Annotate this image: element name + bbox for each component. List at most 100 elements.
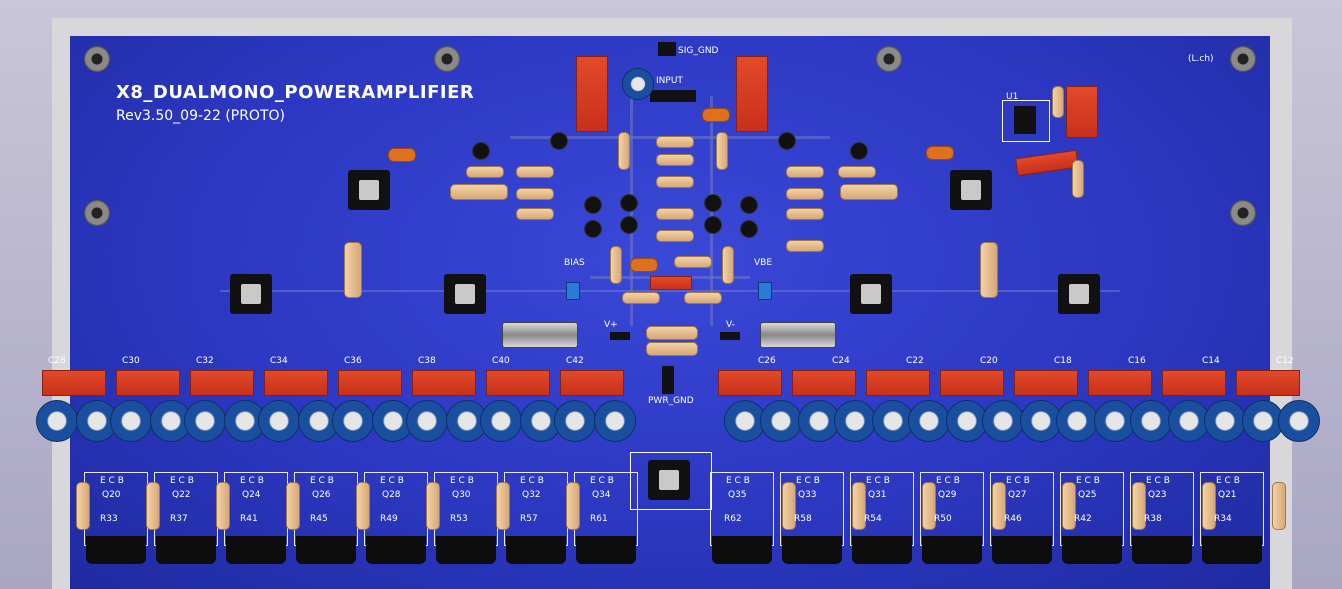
emitter-resistor (496, 482, 510, 530)
pin-label: E C B (380, 476, 404, 486)
transistor-ref: Q32 (522, 490, 541, 500)
resistor-ref: R42 (1074, 514, 1092, 524)
capacitor-ref: C18 (1054, 356, 1072, 366)
resistor (610, 246, 622, 284)
film-capacitor (1236, 370, 1300, 396)
capacitor-ref: C42 (566, 356, 584, 366)
heatsink-clip (992, 536, 1052, 564)
bias-label: BIAS (564, 258, 585, 268)
v-plus-connector[interactable] (610, 332, 630, 340)
pin-label: E C B (1216, 476, 1240, 486)
transistor-q2 (778, 132, 796, 150)
electrolytic-capacitor (110, 400, 152, 442)
center-transistor (648, 460, 690, 500)
electrolytic-capacitor (622, 68, 654, 100)
resistor-ref: R57 (520, 514, 538, 524)
resistor (466, 166, 504, 178)
heatsink-clip (226, 536, 286, 564)
film-capacitor (338, 370, 402, 396)
electrolytic-capacitor (406, 400, 448, 442)
heatsink-clip (1062, 536, 1122, 564)
input-connector[interactable] (650, 90, 696, 102)
transistor-q3 (620, 194, 638, 212)
resistor-r22 (840, 184, 898, 200)
pin-label: E C B (936, 476, 960, 486)
film-capacitor (576, 56, 608, 132)
resistor-r21 (450, 184, 508, 200)
sig-gnd-connector[interactable] (658, 42, 676, 56)
film-capacitor (560, 370, 624, 396)
emitter-resistor (146, 482, 160, 530)
resistor-ref: R34 (1214, 514, 1232, 524)
capacitor-ref: C14 (1202, 356, 1220, 366)
resistor (716, 132, 728, 170)
resistor (516, 166, 554, 178)
board-revision: Rev3.50_09-22 (PROTO) (116, 108, 285, 124)
heatsink-clip (506, 536, 566, 564)
resistor-r24 (344, 242, 362, 298)
transistor-ref: Q35 (728, 490, 747, 500)
capacitor-ref: C38 (418, 356, 436, 366)
capacitor-ref: C24 (832, 356, 850, 366)
capacitor-ref: C12 (1276, 356, 1294, 366)
electrolytic-capacitor (184, 400, 226, 442)
transistor-ref: Q20 (102, 490, 121, 500)
u1-outline (1002, 100, 1050, 142)
u1-chip (1014, 106, 1036, 134)
pin-label: E C B (170, 476, 194, 486)
film-capacitor (866, 370, 930, 396)
resistor (722, 246, 734, 284)
transistor-q12 (850, 142, 868, 160)
resistor (516, 208, 554, 220)
transistor-ref: Q29 (938, 490, 957, 500)
capacitor-ref: C26 (758, 356, 776, 366)
heatsink-clip (436, 536, 496, 564)
emitter-resistor (1202, 482, 1216, 530)
ceramic-capacitor-c8 (388, 148, 416, 162)
resistor (622, 292, 660, 304)
resistor (656, 136, 694, 148)
electrolytic-capacitor (554, 400, 596, 442)
pin-label: E C B (520, 476, 544, 486)
electrolytic-capacitor (1168, 400, 1210, 442)
capacitor-ref: C22 (906, 356, 924, 366)
fuse-f1 (502, 322, 578, 348)
film-capacitor (736, 56, 768, 132)
resistor-ref: R33 (100, 514, 118, 524)
transistor-ref: Q30 (452, 490, 471, 500)
resistor-ref: R46 (1004, 514, 1022, 524)
capacitor-ref: C20 (980, 356, 998, 366)
vbe-trimmer[interactable] (758, 282, 772, 300)
emitter-resistor (992, 482, 1006, 530)
bias-trimmer[interactable] (566, 282, 580, 300)
electrolytic-capacitor (1020, 400, 1062, 442)
transistor-q11 (472, 142, 490, 160)
heatsink-clip (1132, 536, 1192, 564)
film-capacitor (412, 370, 476, 396)
transistor-q16 (230, 274, 272, 314)
transistor-ref: Q27 (1008, 490, 1027, 500)
film-capacitor (792, 370, 856, 396)
transistor-ref: Q28 (382, 490, 401, 500)
electrolytic-capacitor (1130, 400, 1172, 442)
film-capacitor (1088, 370, 1152, 396)
film-capacitor (718, 370, 782, 396)
transistor-q8 (740, 220, 758, 238)
resistor-ref: R62 (724, 514, 742, 524)
film-capacitor (42, 370, 106, 396)
pwr-gnd-connector[interactable] (662, 366, 674, 394)
transistor-q10 (704, 216, 722, 234)
transistor-ref: Q23 (1148, 490, 1167, 500)
heatsink-clip (576, 536, 636, 564)
resistor-r30 (646, 342, 698, 356)
v-plus-label: V+ (604, 320, 618, 330)
resistor (656, 154, 694, 166)
v-minus-connector[interactable] (720, 332, 740, 340)
electrolytic-capacitor (1278, 400, 1320, 442)
author-mark: (L.ch) (1188, 54, 1214, 64)
emitter-resistor (286, 482, 300, 530)
emitter-resistor (566, 482, 580, 530)
resistor-ref: R38 (1144, 514, 1162, 524)
ceramic-capacitor-c9 (926, 146, 954, 160)
transistor-ref: Q22 (172, 490, 191, 500)
